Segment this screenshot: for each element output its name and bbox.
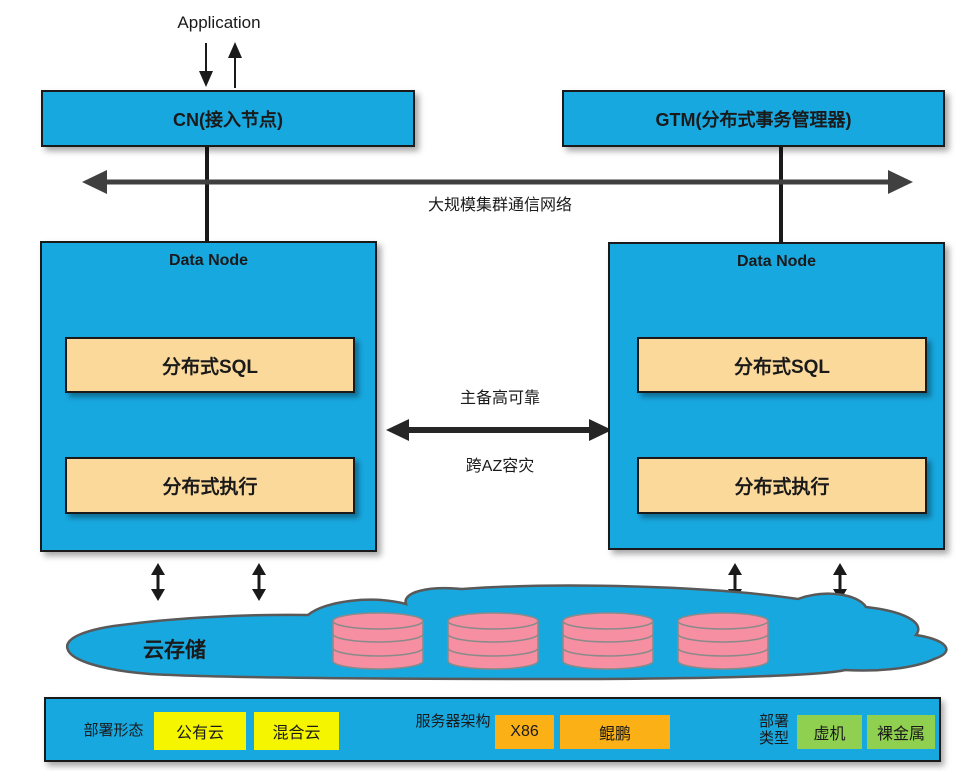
database-cylinder-icon (677, 612, 769, 670)
module-label: 分布式SQL (733, 356, 831, 378)
cluster-network-arrow (82, 170, 913, 194)
option-vm[interactable]: 虚机 (797, 715, 862, 749)
legend-deployment-type-label: 部署类型 (758, 713, 789, 747)
cross-az-dr-label: 跨AZ容灾 (465, 458, 535, 475)
option-label: X86 (510, 723, 539, 740)
application-label: Application (177, 13, 261, 32)
module-distributed-sql[interactable]: 分布式SQL (65, 337, 355, 393)
database-cylinder-icon (332, 612, 424, 670)
module-label: 分布式执行 (162, 477, 258, 498)
database-cylinder-icon (562, 612, 654, 670)
cn-node[interactable]: CN(接入节点) (41, 90, 415, 147)
option-label: 混合云 (272, 725, 321, 742)
option-x86[interactable]: X86 (495, 715, 554, 749)
ha-primary-standby-label: 主备高可靠 (459, 390, 540, 407)
database-cylinder-icon (447, 612, 539, 670)
option-label: 虚机 (813, 726, 846, 743)
legend-bar: 部署形态 公有云 混合云 服务器架构 X86 鲲鹏 部署类型 虚机 裸金属 (44, 697, 941, 762)
option-bare-metal[interactable]: 裸金属 (867, 715, 935, 749)
cluster-network-label: 大规模集群通信网络 (427, 197, 572, 214)
ha-double-arrow (386, 419, 612, 441)
module-distributed-execution[interactable]: 分布式执行 (65, 457, 355, 514)
option-public-cloud[interactable]: 公有云 (154, 712, 246, 750)
data-node-left-title: Data Node (168, 252, 249, 269)
option-label: 鲲鹏 (598, 726, 631, 743)
data-node-right-title: Data Node (736, 253, 817, 270)
legend-server-arch-label: 服务器架构 (415, 713, 491, 730)
cloud-storage-label: 云存储 (143, 639, 206, 662)
gtm-node-label: GTM(分布式事务管理器) (655, 109, 852, 130)
option-kunpeng[interactable]: 鲲鹏 (560, 715, 670, 749)
storage-link-arrow (151, 563, 165, 601)
option-label: 裸金属 (876, 726, 925, 743)
storage-link-arrow (252, 563, 266, 601)
gtm-node[interactable]: GTM(分布式事务管理器) (562, 90, 945, 147)
app-down-arrow-icon (199, 43, 213, 87)
data-node-left[interactable]: Data Node 分布式SQL 分布式执行 (40, 241, 377, 552)
module-label: 分布式SQL (161, 356, 259, 378)
data-node-right[interactable]: Data Node 分布式SQL 分布式执行 (608, 242, 945, 550)
module-distributed-sql[interactable]: 分布式SQL (637, 337, 927, 393)
app-up-arrow-icon (228, 42, 242, 88)
option-label: 公有云 (175, 725, 224, 742)
module-distributed-execution[interactable]: 分布式执行 (637, 457, 927, 514)
module-label: 分布式执行 (734, 477, 830, 498)
cn-node-label: CN(接入节点) (173, 109, 283, 130)
legend-deployment-form-label: 部署形态 (83, 722, 144, 739)
option-hybrid-cloud[interactable]: 混合云 (254, 712, 339, 750)
